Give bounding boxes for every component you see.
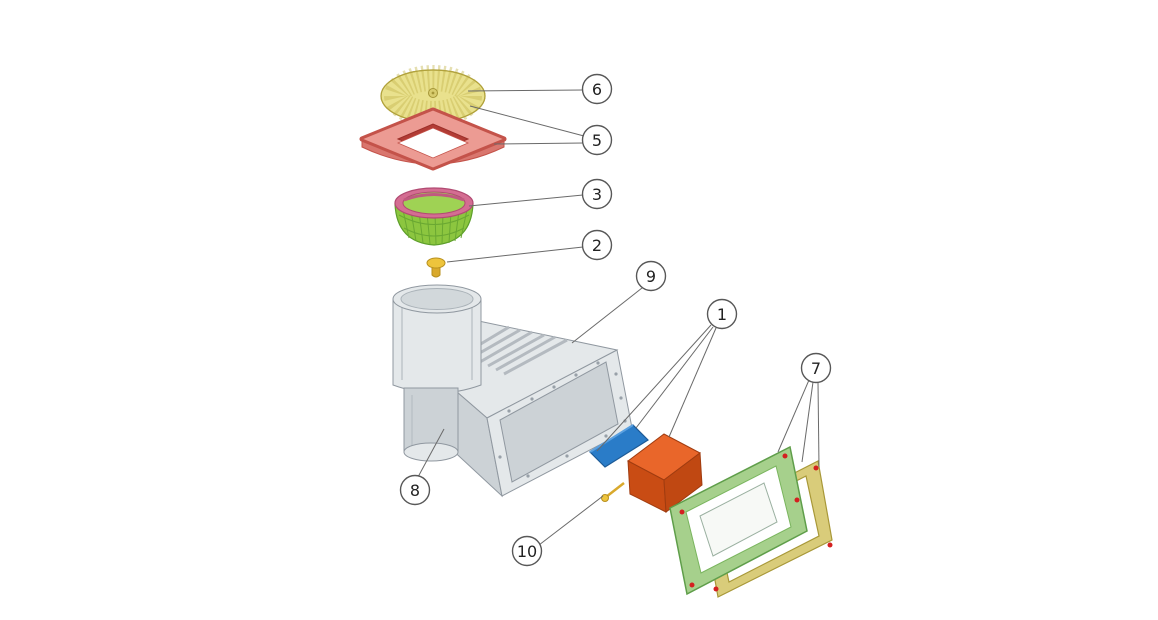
callout-8: 8	[399, 474, 431, 506]
callout-7-label: 7	[811, 359, 821, 378]
callout-5: 5	[581, 124, 613, 156]
callout-3: 3	[581, 178, 613, 210]
basket-handle	[403, 193, 465, 202]
callout-9: 9	[635, 260, 667, 292]
plug-cap	[426, 257, 446, 269]
leader-line-3	[468, 194, 584, 207]
strainer-basket	[394, 187, 474, 246]
faceplate-screws	[679, 453, 833, 592]
leader-line-10	[538, 495, 604, 546]
callout-1-label: 1	[717, 305, 727, 324]
leader-line-1a	[596, 324, 712, 452]
flange-bolt-holes	[498, 361, 627, 478]
leader-line-6	[467, 89, 584, 92]
skimmer-body	[392, 284, 633, 498]
pin-shaft	[605, 482, 625, 498]
leader-line-7a	[777, 379, 810, 453]
leader-line-8	[417, 428, 445, 478]
pin-head	[601, 494, 609, 502]
plug-knob	[426, 257, 446, 278]
leader-line-7b	[801, 381, 814, 463]
callout-10-label: 10	[517, 542, 537, 561]
callout-5-label: 5	[592, 131, 602, 150]
callout-6-label: 6	[592, 80, 602, 99]
door-right-face	[663, 452, 703, 513]
lid-frame-opening	[396, 127, 470, 159]
callout-2-label: 2	[592, 236, 602, 255]
plug-stem	[431, 265, 441, 278]
body-flange-opening	[499, 361, 619, 483]
leader-line-2	[446, 246, 584, 263]
leader-lines	[417, 89, 820, 546]
round-lid-cover	[380, 65, 486, 127]
faceplate-opening	[699, 482, 778, 557]
pivot-pin	[601, 482, 625, 502]
leader-line-1b	[635, 326, 714, 429]
body-cylinder-opening	[400, 288, 474, 310]
leader-line-5b	[493, 142, 585, 145]
leader-line-5a	[469, 105, 585, 137]
leader-line-9	[571, 287, 643, 344]
lid-frame	[359, 107, 507, 171]
callout-6: 6	[581, 73, 613, 105]
callouts: 6 5 3 2 9 1 7 8	[399, 73, 832, 567]
leader-line-1c	[668, 327, 717, 438]
leader-line-7c	[817, 381, 820, 468]
callout-7: 7	[800, 352, 832, 384]
callout-10: 10	[511, 535, 543, 567]
weir-door-set	[589, 424, 703, 513]
callout-8-label: 8	[410, 481, 420, 500]
callout-3-label: 3	[592, 185, 602, 204]
faceplate-green-frame	[669, 445, 833, 596]
basket-interior	[402, 191, 466, 215]
callout-1: 1	[706, 298, 738, 330]
lid-radial-texture	[384, 65, 482, 127]
callout-9-label: 9	[646, 267, 656, 286]
callout-2: 2	[581, 229, 613, 261]
